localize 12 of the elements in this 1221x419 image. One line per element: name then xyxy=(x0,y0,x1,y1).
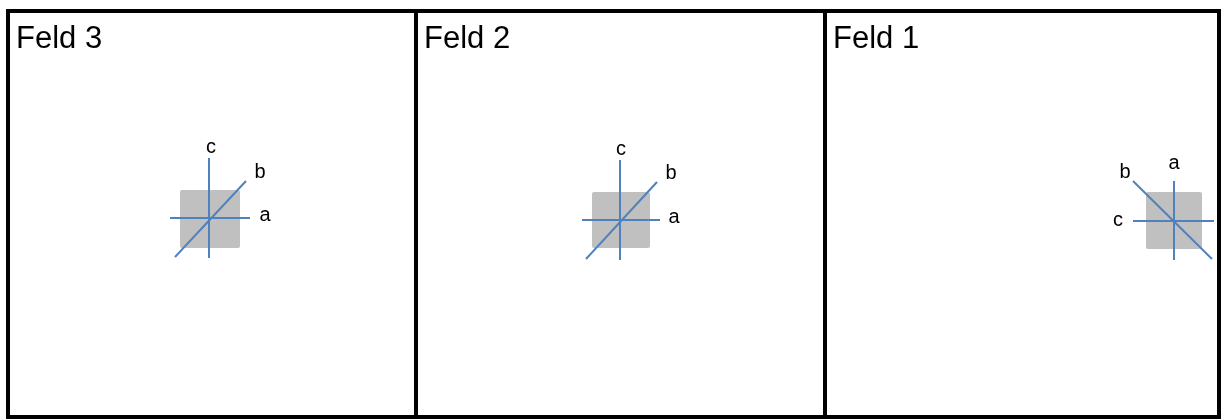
panel-title: Feld 2 xyxy=(424,21,511,56)
axis-label: b xyxy=(665,162,677,182)
axis-label: a xyxy=(1168,152,1180,172)
axis-label: c xyxy=(206,136,216,156)
axis-label: b xyxy=(1119,161,1131,181)
panel-title: Feld 3 xyxy=(16,21,103,56)
axis-label: a xyxy=(668,206,680,226)
axis-label: a xyxy=(259,204,271,224)
axis-label: b xyxy=(254,161,266,181)
axis-label: c xyxy=(616,138,626,158)
axis-label: c xyxy=(1113,209,1123,229)
panel-title: Feld 1 xyxy=(833,21,920,56)
